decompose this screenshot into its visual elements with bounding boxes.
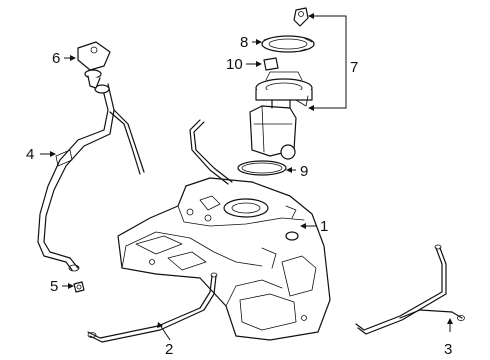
pump-connector [293,7,309,27]
tank-strap-right [355,244,465,335]
callout-5: 5 [50,278,58,295]
fuel-tank [117,119,331,341]
callout-8: 8 [240,34,248,51]
clip-part [73,281,85,293]
callout-3: 3 [444,341,452,358]
callout-1: 1 [320,218,328,235]
fuel-pump-module [249,71,313,160]
callout-2: 2 [165,341,173,358]
filler-pipe [37,83,145,272]
callout-10: 10 [226,56,243,73]
lock-ring [261,35,315,53]
callout-4: 4 [26,146,34,163]
leaders [40,13,453,341]
callout-9: 9 [300,163,308,180]
filler-cap [77,41,111,89]
callout-7: 7 [350,59,358,76]
tank-seal [237,160,287,176]
callout-6: 6 [52,50,60,67]
pump-small-part [263,57,279,71]
tank-strap-left [87,272,218,343]
